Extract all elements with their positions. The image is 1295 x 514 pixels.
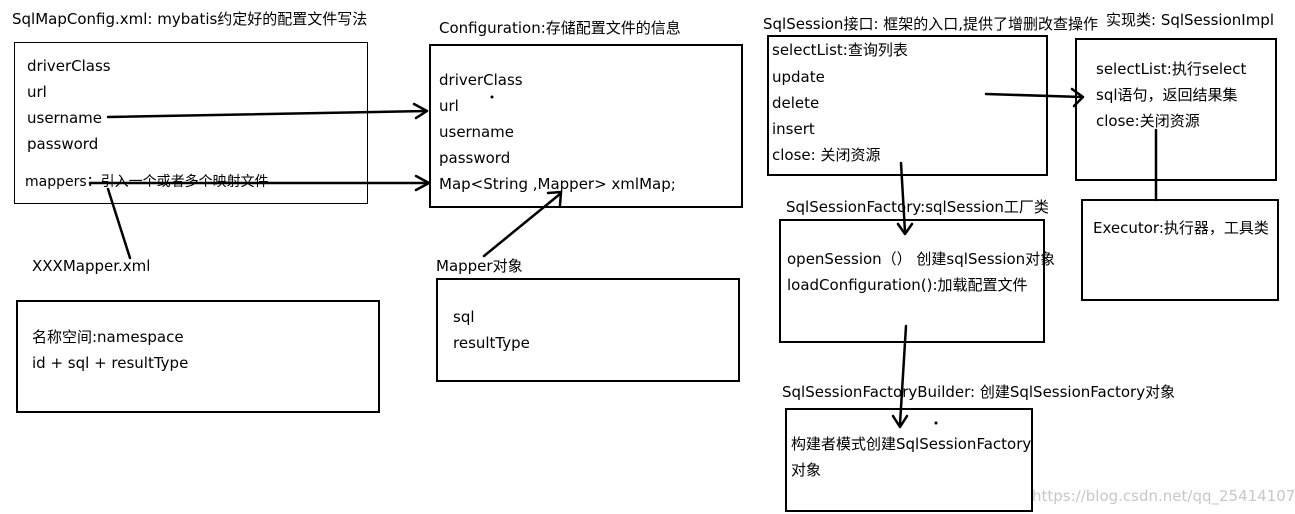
mapper-object-title: Mapper对象: [436, 257, 523, 275]
builder-title: SqlSessionFactoryBuilder: 创建SqlSessionFa…: [782, 383, 1176, 401]
impl-item: close:关闭资源: [1096, 112, 1200, 130]
sqlmapconfig-box: driverClass url username password mapper…: [14, 42, 368, 204]
configuration-title: Configuration:存储配置文件的信息: [439, 19, 681, 37]
factory-item: loadConfiguration():加载配置文件: [787, 276, 1028, 294]
mapper-object-box: sql resultType: [436, 278, 740, 382]
sqlsession-method: close: 关闭资源: [772, 146, 881, 164]
configuration-item: url: [439, 97, 459, 115]
configuration-item: driverClass: [439, 71, 523, 89]
sqlmapconfig-title: SqlMapConfig.xml: mybatis约定好的配置文件写法: [12, 10, 368, 28]
configuration-box: driverClass url username password Map<St…: [429, 44, 743, 208]
sqlsession-interface-title: SqlSession接口: 框架的入口,提供了增删改查操作: [763, 15, 1099, 33]
impl-item: selectList:执行select: [1096, 60, 1247, 78]
xxxmapper-item: 名称空间:namespace: [32, 328, 184, 346]
mapper-object-item: sql: [453, 308, 475, 326]
xxxmapper-item: id + sql + resultType: [32, 354, 189, 372]
sqlsession-method: selectList:查询列表: [772, 41, 908, 59]
configuration-item: username: [439, 123, 514, 141]
sqlsession-interface-box: selectList:查询列表 update delete insert clo…: [767, 35, 1048, 176]
sqlmapconfig-item: username: [27, 109, 102, 127]
xxxmapper-box: 名称空间:namespace id + sql + resultType: [16, 300, 380, 413]
factory-box: openSession（） 创建sqlSession对象 loadConfigu…: [779, 219, 1055, 343]
sqlmapconfig-item: password: [27, 135, 99, 153]
sqlmapconfig-mappers: mappers：引入一个或者多个映射文件: [25, 174, 269, 190]
watermark: https://blog.csdn.net/qq_25414107: [1032, 487, 1295, 505]
factory-title: SqlSessionFactory:sqlSession工厂类: [786, 198, 1049, 216]
builder-item: 构建者模式创建SqlSessionFactory: [791, 435, 1032, 453]
sqlsession-method: insert: [772, 120, 815, 138]
configuration-item: password: [439, 149, 511, 167]
sqlsession-method: update: [772, 68, 825, 86]
builder-box: 构建者模式创建SqlSessionFactory 对象: [785, 408, 1033, 512]
factory-item: openSession（） 创建sqlSession对象: [787, 250, 1056, 268]
executor-box: Executor:执行器，工具类: [1081, 199, 1279, 301]
configuration-item: Map<String ,Mapper> xmlMap;: [439, 175, 676, 193]
mapper-object-item: resultType: [453, 334, 530, 352]
impl-title: 实现类: SqlSessionImpl: [1106, 11, 1274, 29]
sqlsession-impl-box: selectList:执行select sql语句，返回结果集 close:关闭…: [1075, 38, 1277, 181]
builder-item: 对象: [791, 461, 822, 479]
sqlmapconfig-item: driverClass: [27, 57, 111, 75]
impl-item: sql语句，返回结果集: [1096, 86, 1238, 104]
xxxmapper-title: XXXMapper.xml: [32, 257, 151, 275]
sqlsession-method: delete: [772, 94, 820, 112]
sqlmapconfig-item: url: [27, 83, 47, 101]
executor-label: Executor:执行器，工具类: [1093, 219, 1269, 237]
